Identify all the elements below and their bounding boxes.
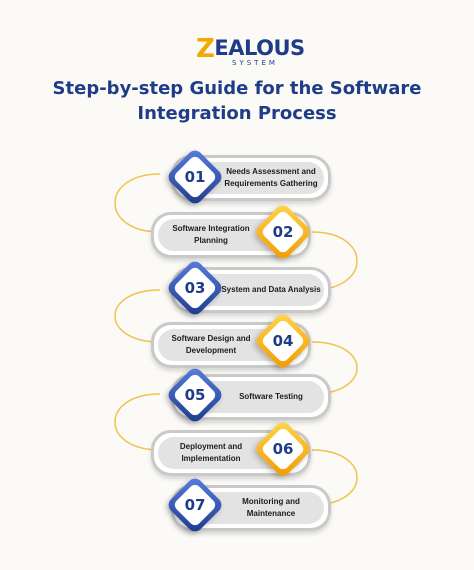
page-title-line-1: Step-by-step Guide for the Software [52,78,422,99]
step-number-06: 06 [272,440,294,458]
connector-01-02 [114,173,161,233]
connector-03-04 [114,289,161,343]
logo-subtitle: SYSTEM [232,59,278,67]
step-number-04: 04 [272,332,294,350]
step-number-03: 03 [184,279,206,297]
logo-wordmark: ZEALOUS [196,32,305,64]
page-title-line-2: Integration Process [137,103,337,124]
step-number-01: 01 [184,168,206,186]
connector-05-06 [114,393,161,451]
logo-z-mark: Z [196,34,215,64]
step-badge-01: 01 [165,147,225,207]
step-badge-05: 05 [165,365,225,425]
step-label-01: Needs Assessment and Requirements Gather… [224,167,318,188]
step-badge-07: 07 [165,475,225,535]
step-label-04: Software Design and Development [171,334,251,355]
step-number-02: 02 [272,223,294,241]
step-label-07: Monitoring and Maintenance [242,497,300,518]
step-badge-03: 03 [165,258,225,318]
step-label-06: Deployment and Implementation [179,442,243,463]
logo: ZEALOUS SYSTEM [0,30,474,70]
step-badge-06: 06 [253,419,313,479]
step-label-05: Software Testing [239,392,303,401]
step-number-05: 05 [184,386,206,404]
step-label-03: System and Data Analysis [221,285,321,294]
step-badge-02: 02 [253,202,313,262]
logo-word-rest: EALOUS [214,36,305,60]
step-label-02: Software Integration Planning [172,224,250,245]
step-badge-04: 04 [253,311,313,371]
step-number-07: 07 [184,496,206,514]
